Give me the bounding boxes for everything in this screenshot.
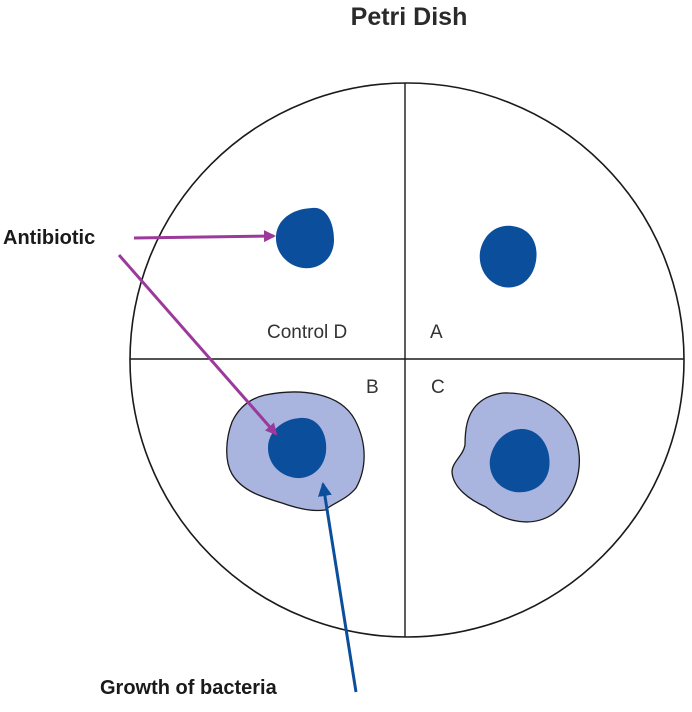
quadrant-label-control-d: Control D [267,322,347,343]
antibiotic-arrow-to-disc-d [133,230,276,243]
antibiotic-arrow-to-disc-b [117,254,278,436]
diagram-title: Petri Dish [351,3,468,31]
antibiotic-disc-a [479,225,537,288]
quadrant-label-c: C [431,377,445,398]
antibiotic-disc-b [268,417,327,479]
quadrant-label-b: B [366,377,379,398]
antibiotic-disc-d [275,207,334,269]
antibiotic-callout-label: Antibiotic [3,227,95,249]
antibiotic-disc-c [489,428,550,493]
petri-dish-outline [129,82,685,638]
growth-callout-label: Growth of bacteria [100,677,278,699]
growth-arrow-to-zone-b [317,482,358,693]
quadrant-label-a: A [430,322,443,343]
